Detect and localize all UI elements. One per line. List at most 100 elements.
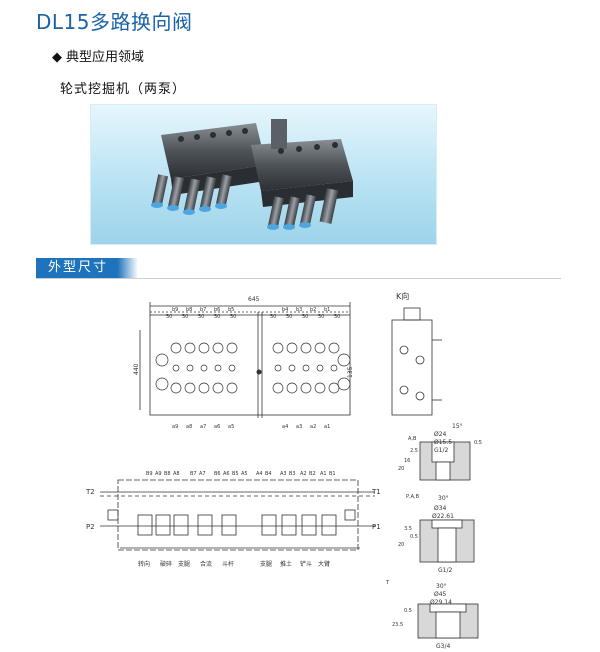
port-detail-3-thread: G3/4 bbox=[436, 643, 450, 650]
svg-text:B6: B6 bbox=[214, 471, 221, 477]
port-detail-1-angle: 15° bbox=[452, 423, 463, 430]
port-detail-3-dia1: Ø45 bbox=[434, 591, 447, 598]
tank-right-label: T1 bbox=[371, 488, 381, 496]
schematic-port-labels: B9 A9 B8 A8 B7 A7 B6 A6 B5 A5 A4 B4 A3 B… bbox=[146, 471, 336, 477]
function-labels: 转向 破碎 支腿 合流 斗杆 支腿 推土 铲斗 大臂 bbox=[138, 560, 330, 568]
svg-text:B4: B4 bbox=[265, 471, 272, 477]
svg-text:b8: b8 bbox=[186, 307, 192, 313]
dimensions-banner: 外型尺寸 bbox=[36, 258, 138, 278]
port-detail-3-depth2: 0.5 bbox=[404, 608, 412, 614]
page-title: DL15多路换向阀 bbox=[36, 10, 193, 34]
bottom-port-labels: a9 a8 a7 a6 a5 a4 a3 a2 a1 bbox=[172, 424, 330, 430]
port-detail-3-label: T bbox=[385, 580, 390, 586]
port-detail-3-depth1: 23.5 bbox=[392, 622, 403, 628]
pump-right-label: P1 bbox=[372, 523, 381, 531]
svg-text:支腿: 支腿 bbox=[260, 560, 272, 568]
svg-text:b1: b1 bbox=[324, 307, 330, 313]
valve-illustration bbox=[151, 119, 353, 230]
svg-text:破碎: 破碎 bbox=[160, 560, 172, 568]
svg-text:50: 50 bbox=[198, 314, 204, 320]
technical-drawing: 645 440 135 50 50 50 50 50 50 50 50 50 5… bbox=[85, 291, 482, 650]
svg-text:b2: b2 bbox=[310, 307, 316, 313]
svg-text:b4: b4 bbox=[282, 307, 288, 313]
port-detail-2 bbox=[419, 519, 475, 563]
svg-text:b6: b6 bbox=[214, 307, 220, 313]
svg-text:大臂: 大臂 bbox=[318, 560, 330, 568]
svg-text:a7: a7 bbox=[200, 424, 206, 430]
port-detail-2-depth3: 0.5 bbox=[410, 534, 418, 540]
svg-text:A2: A2 bbox=[300, 471, 307, 477]
svg-text:A6: A6 bbox=[223, 471, 230, 477]
svg-text:合流: 合流 bbox=[200, 560, 212, 568]
right-section-circles bbox=[272, 342, 340, 394]
svg-text:50: 50 bbox=[230, 314, 236, 320]
svg-text:A1: A1 bbox=[320, 471, 327, 477]
port-detail-2-depth1: 20 bbox=[398, 542, 404, 548]
port-detail-1-depth2: 16 bbox=[404, 458, 410, 464]
k-view bbox=[391, 307, 442, 416]
port-detail-3-angle: 30° bbox=[436, 583, 447, 590]
svg-text:推土: 推土 bbox=[280, 560, 292, 568]
svg-text:50: 50 bbox=[334, 314, 340, 320]
svg-text:a8: a8 bbox=[186, 424, 192, 430]
application-label: 轮式挖掘机（两泵） bbox=[60, 82, 187, 97]
svg-text:转向: 转向 bbox=[138, 560, 150, 568]
svg-text:a4: a4 bbox=[282, 424, 288, 430]
port-detail-1-dia2: Ø15.5 bbox=[434, 439, 452, 446]
hydraulic-schematic bbox=[100, 479, 375, 551]
diamond-bullet-icon: ◆ bbox=[52, 50, 62, 65]
port-detail-2-dia2: Ø22.61 bbox=[432, 513, 454, 520]
port-detail-2-depth2: 3.5 bbox=[404, 526, 412, 532]
svg-text:a9: a9 bbox=[172, 424, 178, 430]
svg-text:b9: b9 bbox=[172, 307, 178, 313]
left-section-circles bbox=[170, 342, 238, 394]
svg-text:A8: A8 bbox=[173, 471, 180, 477]
height-dim-label: 440 bbox=[133, 363, 140, 375]
k-view-label: K向 bbox=[396, 291, 409, 301]
svg-text:a1: a1 bbox=[324, 424, 330, 430]
svg-text:50: 50 bbox=[286, 314, 292, 320]
port-detail-3 bbox=[417, 603, 479, 639]
svg-text:50: 50 bbox=[182, 314, 188, 320]
svg-text:50: 50 bbox=[302, 314, 308, 320]
port-detail-1-depth1: 20 bbox=[398, 466, 404, 472]
port-detail-1-depth3: 2.5 bbox=[410, 448, 418, 454]
svg-text:a5: a5 bbox=[228, 424, 234, 430]
overall-width-label: 645 bbox=[248, 296, 260, 303]
svg-text:50: 50 bbox=[270, 314, 276, 320]
svg-text:A7: A7 bbox=[199, 471, 206, 477]
svg-text:B1: B1 bbox=[329, 471, 336, 477]
port-detail-1-thread: G1/2 bbox=[434, 447, 448, 454]
banner-divider bbox=[36, 278, 561, 279]
svg-text:铲斗: 铲斗 bbox=[300, 560, 312, 568]
svg-text:A9: A9 bbox=[155, 471, 162, 477]
port-detail-1-dia1: Ø24 bbox=[434, 431, 447, 438]
svg-text:50: 50 bbox=[214, 314, 220, 320]
svg-text:a2: a2 bbox=[310, 424, 316, 430]
svg-text:支腿: 支腿 bbox=[178, 560, 190, 568]
port-detail-2-label: P,A,B bbox=[406, 494, 420, 500]
svg-text:A3: A3 bbox=[280, 471, 287, 477]
svg-text:B8: B8 bbox=[164, 471, 171, 477]
svg-text:a6: a6 bbox=[214, 424, 220, 430]
top-view-outline bbox=[149, 314, 351, 416]
svg-text:50: 50 bbox=[166, 314, 172, 320]
svg-text:b7: b7 bbox=[200, 307, 206, 313]
svg-text:斗杆: 斗杆 bbox=[222, 560, 234, 568]
svg-text:B2: B2 bbox=[309, 471, 316, 477]
top-port-labels: b9 b8 b7 b6 b5 b4 b3 b2 b1 bbox=[172, 307, 330, 313]
svg-text:b5: b5 bbox=[228, 307, 234, 313]
port-detail-2-angle: 30° bbox=[438, 495, 449, 502]
section-heading-text: 典型应用领域 bbox=[66, 50, 145, 65]
section-heading: ◆ 典型应用领域 bbox=[52, 46, 144, 65]
svg-text:A4: A4 bbox=[256, 471, 263, 477]
svg-text:B5: B5 bbox=[232, 471, 239, 477]
svg-text:B3: B3 bbox=[289, 471, 296, 477]
svg-text:50: 50 bbox=[318, 314, 324, 320]
schematic-valve-spools bbox=[137, 514, 337, 536]
pitch-labels: 50 50 50 50 50 50 50 50 50 50 bbox=[166, 314, 340, 320]
right-height-label: 135 bbox=[347, 366, 354, 378]
svg-text:A5: A5 bbox=[241, 471, 248, 477]
tank-left-label: T2 bbox=[85, 488, 95, 496]
port-detail-2-thread: G1/2 bbox=[438, 567, 452, 574]
